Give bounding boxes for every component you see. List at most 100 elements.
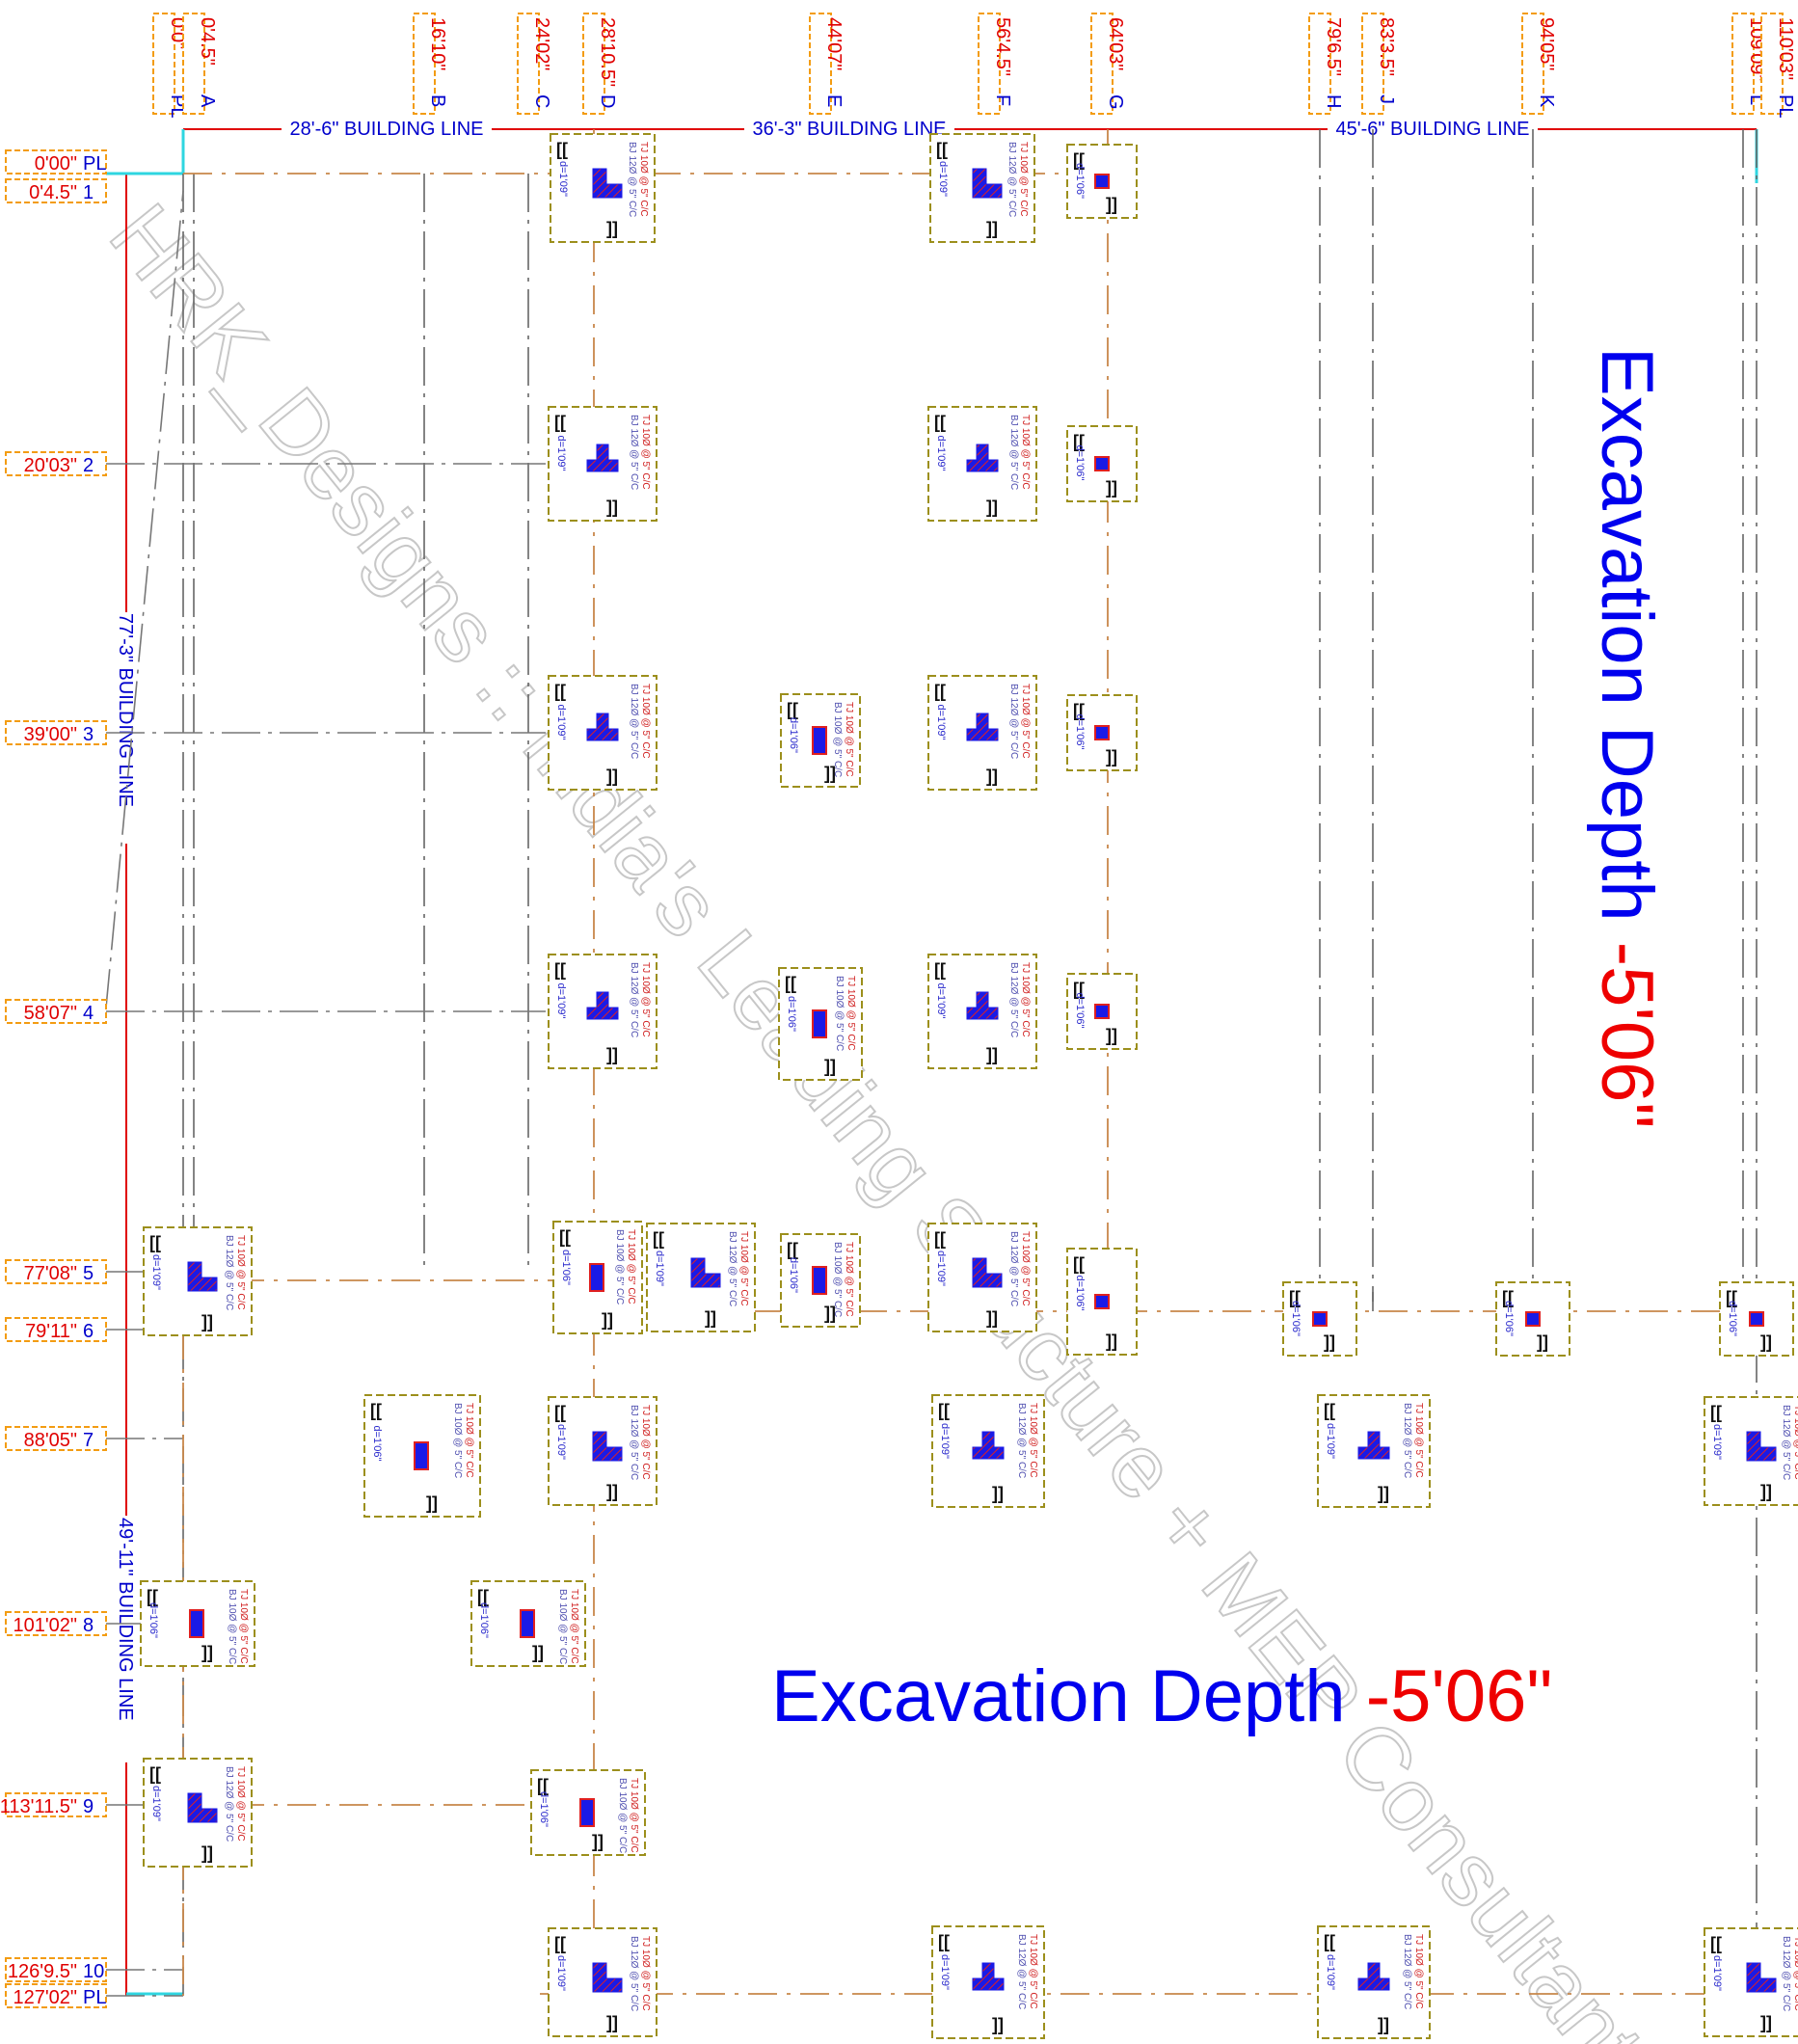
building-line-label-top-3: 45'-6" BUILDING LINE [1336,119,1530,140]
excavation-label-horizontal: Excavation Depth -5'06" [771,1655,1552,1737]
footing-depth: d=1'09" [150,1786,162,1821]
row-tag-pl-bottom: 127'02"PL [5,1983,107,2008]
column-section [1094,456,1110,471]
footing-bottom-bars: BJ 10Ø @ 5" C/C [834,976,845,1051]
column-section [972,168,1003,199]
footing-top-bars: TJ 10Ø @ 5" C/C [1028,1403,1038,1478]
footing-top-bars: TJ 10Ø @ 5" C/C [845,976,856,1051]
footing-35: [[]]d=1'09"TJ 10Ø @ 5" C/CBJ 12Ø @ 5" C/… [1704,1927,1798,2037]
footing-top-bars: TJ 10Ø @ 5" C/C [1020,1231,1031,1306]
footing-top-bars: TJ 10Ø @ 5" C/C [1792,1405,1798,1480]
footing-depth: d=1'06" [1074,445,1086,481]
rebar-mark: [[ [1324,1932,1335,1951]
footing-bottom-bars: BJ 12Ø @ 5" C/C [629,415,639,490]
column-section [1746,1962,1777,1993]
footing-bottom-bars: BJ 12Ø @ 5" C/C [629,1405,639,1480]
footing-bottom-bars: BJ 12Ø @ 5" C/C [1008,1231,1019,1306]
rebar-mark: ]] [824,1304,836,1323]
column-label-5: E [823,94,845,107]
column-tag-f: 56'4.5"F [978,13,1013,115]
footing-top-bars: TJ 10Ø @ 5" C/C [238,1589,249,1664]
rebar-mark: ]] [606,219,618,238]
row-dim-10: 126'9.5" [8,1961,77,1982]
footing-bottom-bars: BJ 10Ø @ 5" C/C [832,1242,843,1317]
column-label-10: K [1536,94,1557,108]
rebar-mark: [[ [556,140,568,159]
excavation-label-v: Excavation Depth [1586,347,1668,942]
row-label-6: 6 [83,1321,94,1342]
footing-bottom-bars: BJ 12Ø @ 5" C/C [1781,1936,1791,2011]
column-section [1094,725,1110,740]
column-label-3: C [531,94,552,108]
building-line-label-top-1: 28'-6" BUILDING LINE [290,119,484,140]
footing-16: [[]]d=1'09"TJ 10Ø @ 5" C/CBJ 12Ø @ 5" C/… [646,1223,756,1332]
footing-depth: d=1'09" [1325,1423,1336,1459]
footing-bottom-bars: BJ 10Ø @ 5" C/C [452,1403,463,1478]
rebar-mark: ]] [532,1643,544,1662]
rebar-mark: [[ [1710,1934,1722,1953]
footing-depth: d=1'09" [555,1424,567,1460]
row-tag-10: 126'9.5"10 [5,1957,107,1982]
column-dim-4: 28'10.5" [597,17,618,87]
footing-7: [[]]d=1'06"TJ 10Ø @ 5" C/CBJ 10Ø @ 5" C/… [780,693,861,788]
rebar-mark: ]] [824,764,836,783]
column-section [812,1266,827,1295]
column-section [589,1263,604,1292]
row-label-0: PL [83,153,106,175]
column-section [1312,1311,1328,1327]
building-line-label-left-1: 77'-3" BUILDING LINE [115,613,136,807]
footing-bottom-bars: BJ 12Ø @ 5" C/C [1008,962,1019,1037]
column-label-6: F [992,94,1013,106]
rebar-mark: ]] [1106,478,1117,498]
footing-depth: d=1'06" [1074,714,1086,750]
row-tag-6: 79'11"6 [5,1317,107,1342]
footing-bottom-bars: BJ 12Ø @ 5" C/C [1006,142,1017,217]
footing-depth: d=1'06" [148,1602,159,1638]
footing-depth: d=1'09" [1325,1954,1336,1990]
grid-line-h-0 [105,190,184,1009]
footing-depth: d=1'09" [1711,1955,1723,1991]
rebar-mark: ]] [606,498,618,517]
column-tag-c: 24'02"C [517,13,552,115]
footing-bottom-bars: BJ 10Ø @ 5" C/C [227,1589,237,1664]
footing-depth: d=1'09" [654,1251,665,1286]
column-label-7: G [1105,94,1126,110]
row-tag-3: 39'00"3 [5,720,107,745]
row-dim-7: 88'05" [24,1430,77,1451]
footing-bottom-bars: BJ 12Ø @ 5" C/C [1008,415,1019,490]
rebar-mark: ]] [201,1643,213,1662]
footing-top-bars: TJ 10Ø @ 5" C/C [1020,684,1031,759]
footing-32: [[]]d=1'09"TJ 10Ø @ 5" C/CBJ 12Ø @ 5" C/… [548,1927,657,2037]
footing-depth: d=1'06" [1290,1301,1302,1336]
column-dim-2: 16'10" [427,17,448,70]
footing-top-bars: TJ 10Ø @ 5" C/C [569,1589,579,1664]
footing-22: [[]]d=1'06" [1719,1281,1794,1357]
rebar-mark: ]] [606,766,618,786]
column-section [1357,1431,1390,1460]
footing-bottom-bars: BJ 12Ø @ 5" C/C [1402,1403,1412,1478]
rebar-mark: ]] [986,766,998,786]
row-tag-1: 0'4.5"1 [5,178,107,203]
rebar-mark: [[ [1073,701,1085,720]
footing-29: [[]]d=1'06"TJ 10Ø @ 5" C/CBJ 10Ø @ 5" C/… [470,1580,586,1667]
column-section [579,1798,595,1827]
footing-25: [[]]d=1'09"TJ 10Ø @ 5" C/CBJ 12Ø @ 5" C/… [931,1394,1045,1508]
footing-19: [[]]d=1'06" [1066,1248,1138,1356]
column-section [189,1609,204,1638]
rebar-mark: ]] [986,1045,998,1064]
row-dim-1: 0'4.5" [29,182,77,203]
footing-top-bars: TJ 10Ø @ 5" C/C [1020,962,1031,1037]
footing-bottom-bars: BJ 10Ø @ 5" C/C [617,1778,628,1853]
rebar-mark: [[ [537,1776,549,1795]
rebar-mark: [[ [1710,1403,1722,1422]
footing-top-bars: TJ 10Ø @ 5" C/C [844,702,854,777]
rebar-mark: [[ [1502,1288,1514,1307]
rebar-mark: [[ [477,1587,489,1606]
column-section [1094,1004,1110,1019]
footing-bottom-bars: BJ 12Ø @ 5" C/C [1402,1934,1412,2009]
rebar-mark: [[ [1324,1401,1335,1420]
column-section [690,1257,721,1288]
footing-33: [[]]d=1'09"TJ 10Ø @ 5" C/CBJ 12Ø @ 5" C/… [931,1925,1045,2039]
rebar-mark: [[ [938,1932,950,1951]
